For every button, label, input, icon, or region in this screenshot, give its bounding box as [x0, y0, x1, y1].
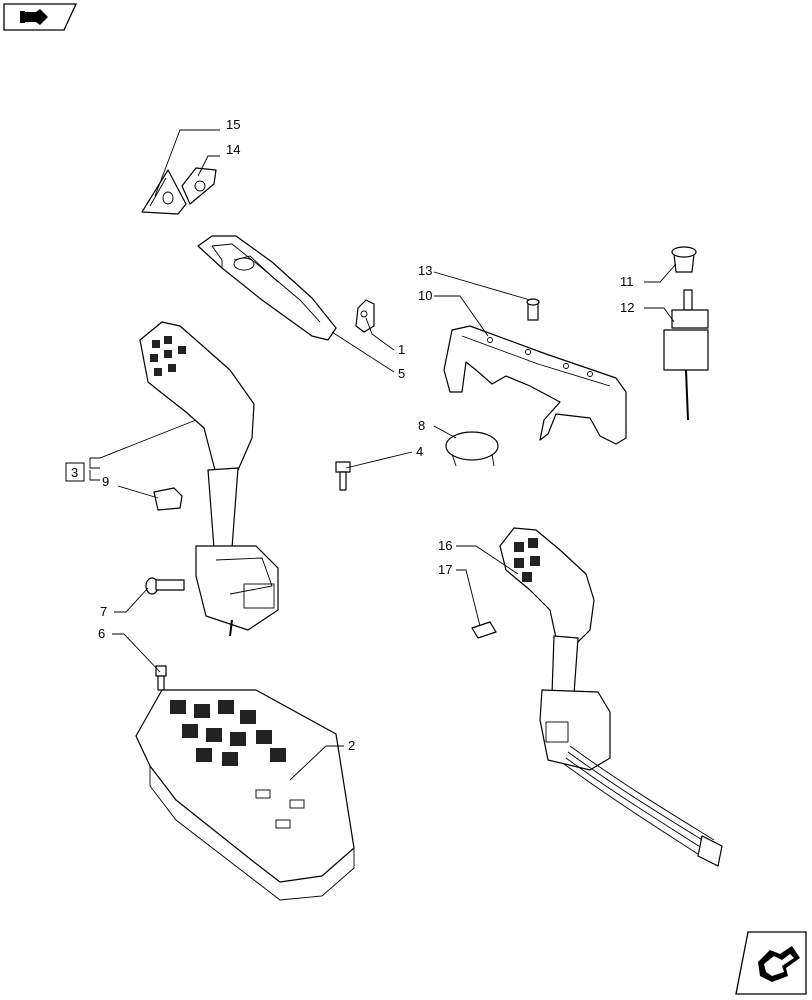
part-6-screw	[155, 665, 167, 691]
callout-15: 15	[226, 117, 240, 132]
part-7-bolt	[145, 577, 185, 595]
next-page-button[interactable]	[735, 931, 807, 995]
part-14-cap	[181, 167, 217, 205]
callout-4: 4	[416, 444, 423, 459]
callout-6: 6	[98, 626, 105, 641]
part-2-control-module	[135, 689, 355, 901]
callout-9: 9	[102, 474, 109, 489]
callout-13: 13	[418, 263, 432, 278]
part-9-block	[153, 487, 183, 511]
part-5-armrest-cover	[197, 235, 337, 341]
callout-10: 10	[418, 288, 432, 303]
part-1-clip	[355, 299, 375, 333]
callout-1: 1	[398, 342, 405, 357]
prev-page-button[interactable]	[3, 3, 78, 31]
part-3-label-box	[65, 462, 85, 482]
callout-11: 11	[620, 274, 634, 289]
part-12-switch	[663, 289, 709, 421]
callout-3: 3	[71, 465, 78, 480]
callout-2: 2	[348, 738, 355, 753]
part-8-cap	[445, 431, 499, 467]
part-4-screw	[335, 461, 351, 491]
part-13-pin	[526, 298, 540, 321]
right-joystick-assembly	[499, 527, 723, 867]
callout-7: 7	[100, 604, 107, 619]
callout-labels: 15 14 13 10 11 12 1 5 8 4 3 9 7 6 2 16 1…	[71, 117, 634, 753]
callout-12: 12	[620, 300, 634, 315]
part-17-clip	[471, 621, 497, 639]
hand-pointing-icon	[758, 946, 800, 982]
part-10-bracket	[443, 325, 627, 445]
callout-14: 14	[226, 142, 240, 157]
part-15-cap	[141, 169, 187, 215]
callout-17: 17	[438, 562, 452, 577]
part-11-knob	[671, 246, 697, 273]
leader-lines	[89, 129, 677, 781]
callout-16: 16	[438, 538, 452, 553]
left-joystick-assembly	[139, 321, 279, 637]
callout-8: 8	[418, 418, 425, 433]
callout-5: 5	[398, 366, 405, 381]
hand-pointing-icon	[20, 9, 48, 25]
